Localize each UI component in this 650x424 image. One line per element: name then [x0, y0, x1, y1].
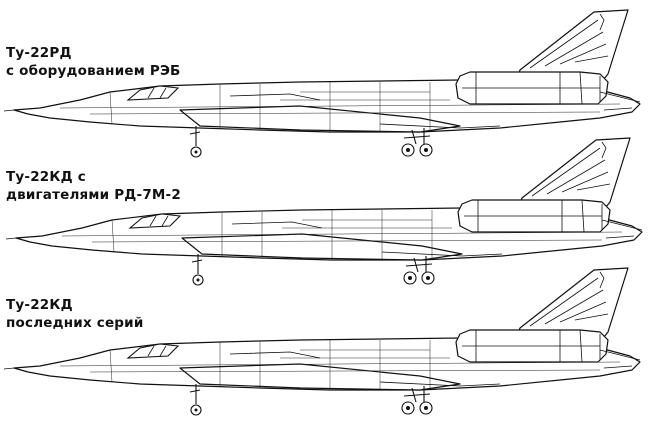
aircraft-3-title-line2: последних серий	[6, 315, 144, 331]
aircraft-3-label: Ту-22КД последних серий	[6, 296, 144, 332]
aircraft-1-title-line1: Ту-22РД	[6, 45, 72, 61]
aircraft-2-drawing	[5, 137, 643, 286]
aircraft-3-title-line1: Ту-22КД	[6, 297, 73, 313]
aircraft-2-label: Ту-22КД с двигателями РД-7М-2	[6, 168, 181, 204]
aircraft-1-title-line2: с оборудованием РЭБ	[6, 63, 181, 79]
aircraft-3-drawing	[3, 267, 641, 416]
aircraft-1-label: Ту-22РД с оборудованием РЭБ	[6, 44, 181, 80]
aircraft-2-title-line1: Ту-22КД с	[6, 169, 86, 185]
aircraft-1-drawing	[3, 9, 641, 158]
aircraft-2-title-line2: двигателями РД-7М-2	[6, 187, 181, 203]
